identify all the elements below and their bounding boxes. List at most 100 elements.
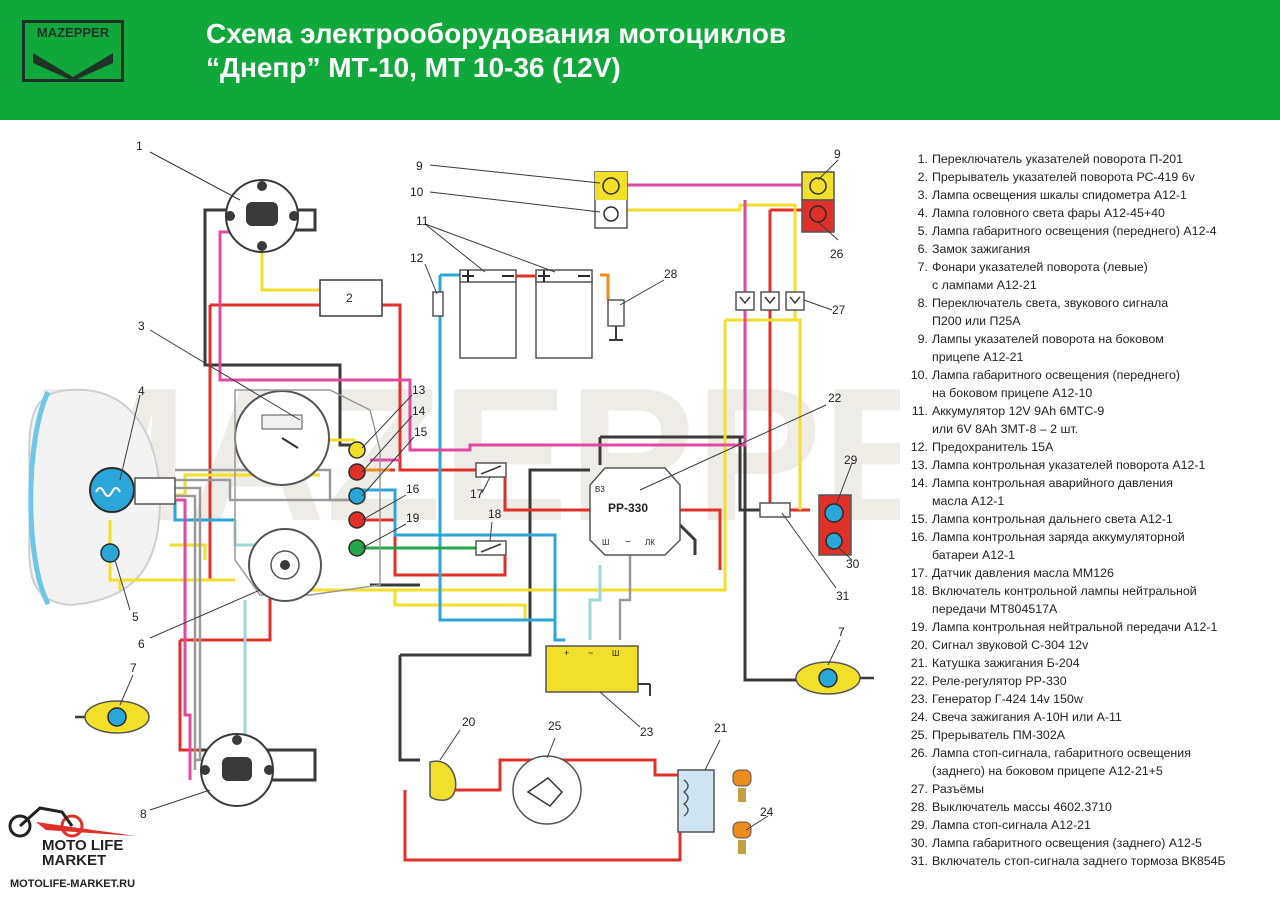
generator-plus: + bbox=[564, 648, 569, 658]
legend-number: 2. bbox=[917, 170, 928, 184]
regulator-22: РР-330 В3 Ш ~ ЛК bbox=[589, 467, 681, 556]
legend-number: 9. bbox=[917, 332, 928, 346]
neutral-switch-18 bbox=[475, 540, 507, 556]
mazepper-logo: MAZEPPER bbox=[22, 20, 124, 82]
turn-lamp-front-left-7 bbox=[75, 700, 150, 734]
legend-item: 10.Лампа габаритного освещения (переднег… bbox=[908, 366, 1280, 402]
legend-item: 29.Лампа стоп-сигнала А12-21 bbox=[908, 816, 1280, 834]
legend-item: 4.Лампа головного света фары А12-45+40 bbox=[908, 204, 1280, 222]
legend-item: 31.Включатель стоп-сигнала заднего тормо… bbox=[908, 852, 1280, 870]
legend-item: 14.Лампа контрольная аварийного давления… bbox=[908, 474, 1280, 510]
legend-item: 26.Лампа стоп-сигнала, габаритного освещ… bbox=[908, 744, 1280, 780]
legend-number: 28. bbox=[910, 800, 928, 814]
callout-14: 14 bbox=[412, 404, 426, 418]
legend-text: Датчик давления масла ММ126 bbox=[932, 566, 1114, 580]
legend-text: Лампа габаритного освещения (заднего) А1… bbox=[932, 836, 1202, 850]
callout-3: 3 bbox=[138, 319, 145, 333]
turn-switch-1 bbox=[225, 179, 299, 253]
legend-text: Лампа контрольная нейтральной передачи А… bbox=[932, 620, 1218, 634]
legend-text: Предохранитель 15А bbox=[932, 440, 1054, 454]
legend-item: 20.Сигнал звуковой С-304 12v bbox=[908, 636, 1280, 654]
legend-number: 17. bbox=[910, 566, 928, 580]
regulator-label: РР-330 bbox=[608, 501, 648, 515]
speedometer-3 bbox=[234, 390, 330, 486]
legend-number: 15. bbox=[910, 512, 928, 526]
legend-item: 18.Включатель контрольной лампы нейтраль… bbox=[908, 582, 1280, 618]
legend-text: Переключатель указателей поворота П-201 bbox=[932, 152, 1184, 166]
legend-number: 27. bbox=[910, 782, 928, 796]
legend-text: Лампа контрольная указателей поворота А1… bbox=[932, 458, 1206, 472]
legend-number: 1. bbox=[917, 152, 928, 166]
legend-text: Прерыватель указателей поворота РС-419 6… bbox=[932, 170, 1195, 184]
legend-item: 11. Аккумулятор 12V 9Ah 6МТС-9 или 6V 8Ah… bbox=[908, 402, 1280, 438]
regulator-b3: В3 bbox=[595, 485, 605, 494]
legend-number: 8. bbox=[917, 296, 928, 310]
legend-item: 3.Лампа освещения шкалы спидометра А12-1 bbox=[908, 186, 1280, 204]
legend-text: Прерыватель ПМ-302А bbox=[932, 728, 1065, 742]
legend-text: Сигнал звуковой С-304 12v bbox=[932, 638, 1089, 652]
legend-text: Генератор Г-424 14v 150w bbox=[932, 692, 1083, 706]
callout-27: 27 bbox=[832, 303, 846, 317]
generator-sh: Ш bbox=[612, 649, 619, 658]
ignition-lock-6 bbox=[248, 528, 322, 602]
regulator-sh: Ш bbox=[602, 538, 609, 547]
ignition-coil-21 bbox=[677, 769, 715, 833]
legend-item: 19.Лампа контрольная нейтральной передач… bbox=[908, 618, 1280, 636]
legend-number: 11. bbox=[911, 404, 928, 418]
legend-text: Лампа контрольная дальнего света А12-1 bbox=[932, 512, 1173, 526]
legend-item: 6.Замок зажигания bbox=[908, 240, 1280, 258]
legend-text: Переключатель света, звукового сигнала П… bbox=[932, 296, 1169, 328]
legend-item: 1. Переключатель указателей поворота П-20… bbox=[908, 150, 1280, 168]
callout-16: 16 bbox=[406, 482, 420, 496]
wires-pink bbox=[175, 183, 805, 780]
callout-6: 6 bbox=[138, 637, 145, 651]
callout-numbers: 1 2 3 4 5 6 7 7 8 9 9 10 11 12 13 14 15 … bbox=[130, 139, 860, 821]
legend-item: 28. Выключатель массы 4602.3710 bbox=[908, 798, 1280, 816]
legend-number: 7. bbox=[917, 260, 928, 274]
callout-28: 28 bbox=[664, 267, 678, 281]
sidecar-front-lamps-9-10 bbox=[594, 171, 628, 229]
callout-15: 15 bbox=[414, 425, 428, 439]
legend-text: Выключатель массы 4602.3710 bbox=[932, 800, 1112, 814]
sidecar-rear-lamps-9-26 bbox=[801, 171, 835, 233]
legend-number: 13. bbox=[910, 458, 928, 472]
legend-item: 12. Предохранитель 15А bbox=[908, 438, 1280, 456]
legend-item: 17. Датчик давления масла ММ126 bbox=[908, 564, 1280, 582]
legend-number: 12. bbox=[910, 440, 928, 454]
brake-switch-31 bbox=[759, 502, 791, 518]
legend-number: 14. bbox=[910, 476, 928, 490]
callout-4: 4 bbox=[138, 384, 145, 398]
leader-lines bbox=[114, 151, 853, 831]
legend-text: Лампа головного света фары А12-45+40 bbox=[932, 206, 1165, 220]
legend-text: Разъёмы bbox=[932, 782, 985, 796]
legend-number: 6. bbox=[917, 242, 928, 256]
callout-18: 18 bbox=[488, 507, 502, 521]
callout-31: 31 bbox=[836, 589, 850, 603]
legend-number: 21. bbox=[910, 656, 928, 670]
legend-number: 25. bbox=[910, 728, 928, 742]
callout-9-front: 9 bbox=[416, 159, 423, 173]
indicator-lamps bbox=[348, 441, 366, 557]
legend-text: Свеча зажигания А-10Н или А-11 bbox=[932, 710, 1122, 724]
legend-item: 9.Лампы указателей поворота на боковом п… bbox=[908, 330, 1280, 366]
dashboard-outline bbox=[234, 389, 381, 596]
oil-pressure-sensor-17 bbox=[475, 462, 507, 478]
callout-2: 2 bbox=[346, 291, 353, 305]
legend-text: Аккумулятор 12V 9Ah 6МТС-9 или 6V 8Ah 3М… bbox=[932, 404, 1105, 436]
legend-text: Лампа габаритного освещения (переднего) … bbox=[932, 224, 1217, 238]
regulator-tilde: ~ bbox=[625, 537, 631, 548]
callout-22: 22 bbox=[828, 391, 842, 405]
callout-7-front: 7 bbox=[130, 661, 137, 675]
legend-item: 21.Катушка зажигания Б-204 bbox=[908, 654, 1280, 672]
legend-text: Лампа контрольная заряда аккумуляторной … bbox=[932, 530, 1185, 562]
wiring-diagram: MAZEPPER bbox=[28, 139, 900, 862]
legend-text: Фонари указателей поворота (левые) с лам… bbox=[932, 260, 1148, 292]
callout-13: 13 bbox=[412, 383, 426, 397]
legend-number: 24. bbox=[910, 710, 928, 724]
legend-item: 27. Разъёмы bbox=[908, 780, 1280, 798]
rear-lamp-29-30 bbox=[818, 494, 852, 556]
callout-24: 24 bbox=[760, 805, 774, 819]
horn-20 bbox=[429, 760, 457, 801]
legend-item: 8. Переключатель света, звукового сигнала… bbox=[908, 294, 1280, 330]
legend-number: 10. bbox=[910, 368, 928, 382]
